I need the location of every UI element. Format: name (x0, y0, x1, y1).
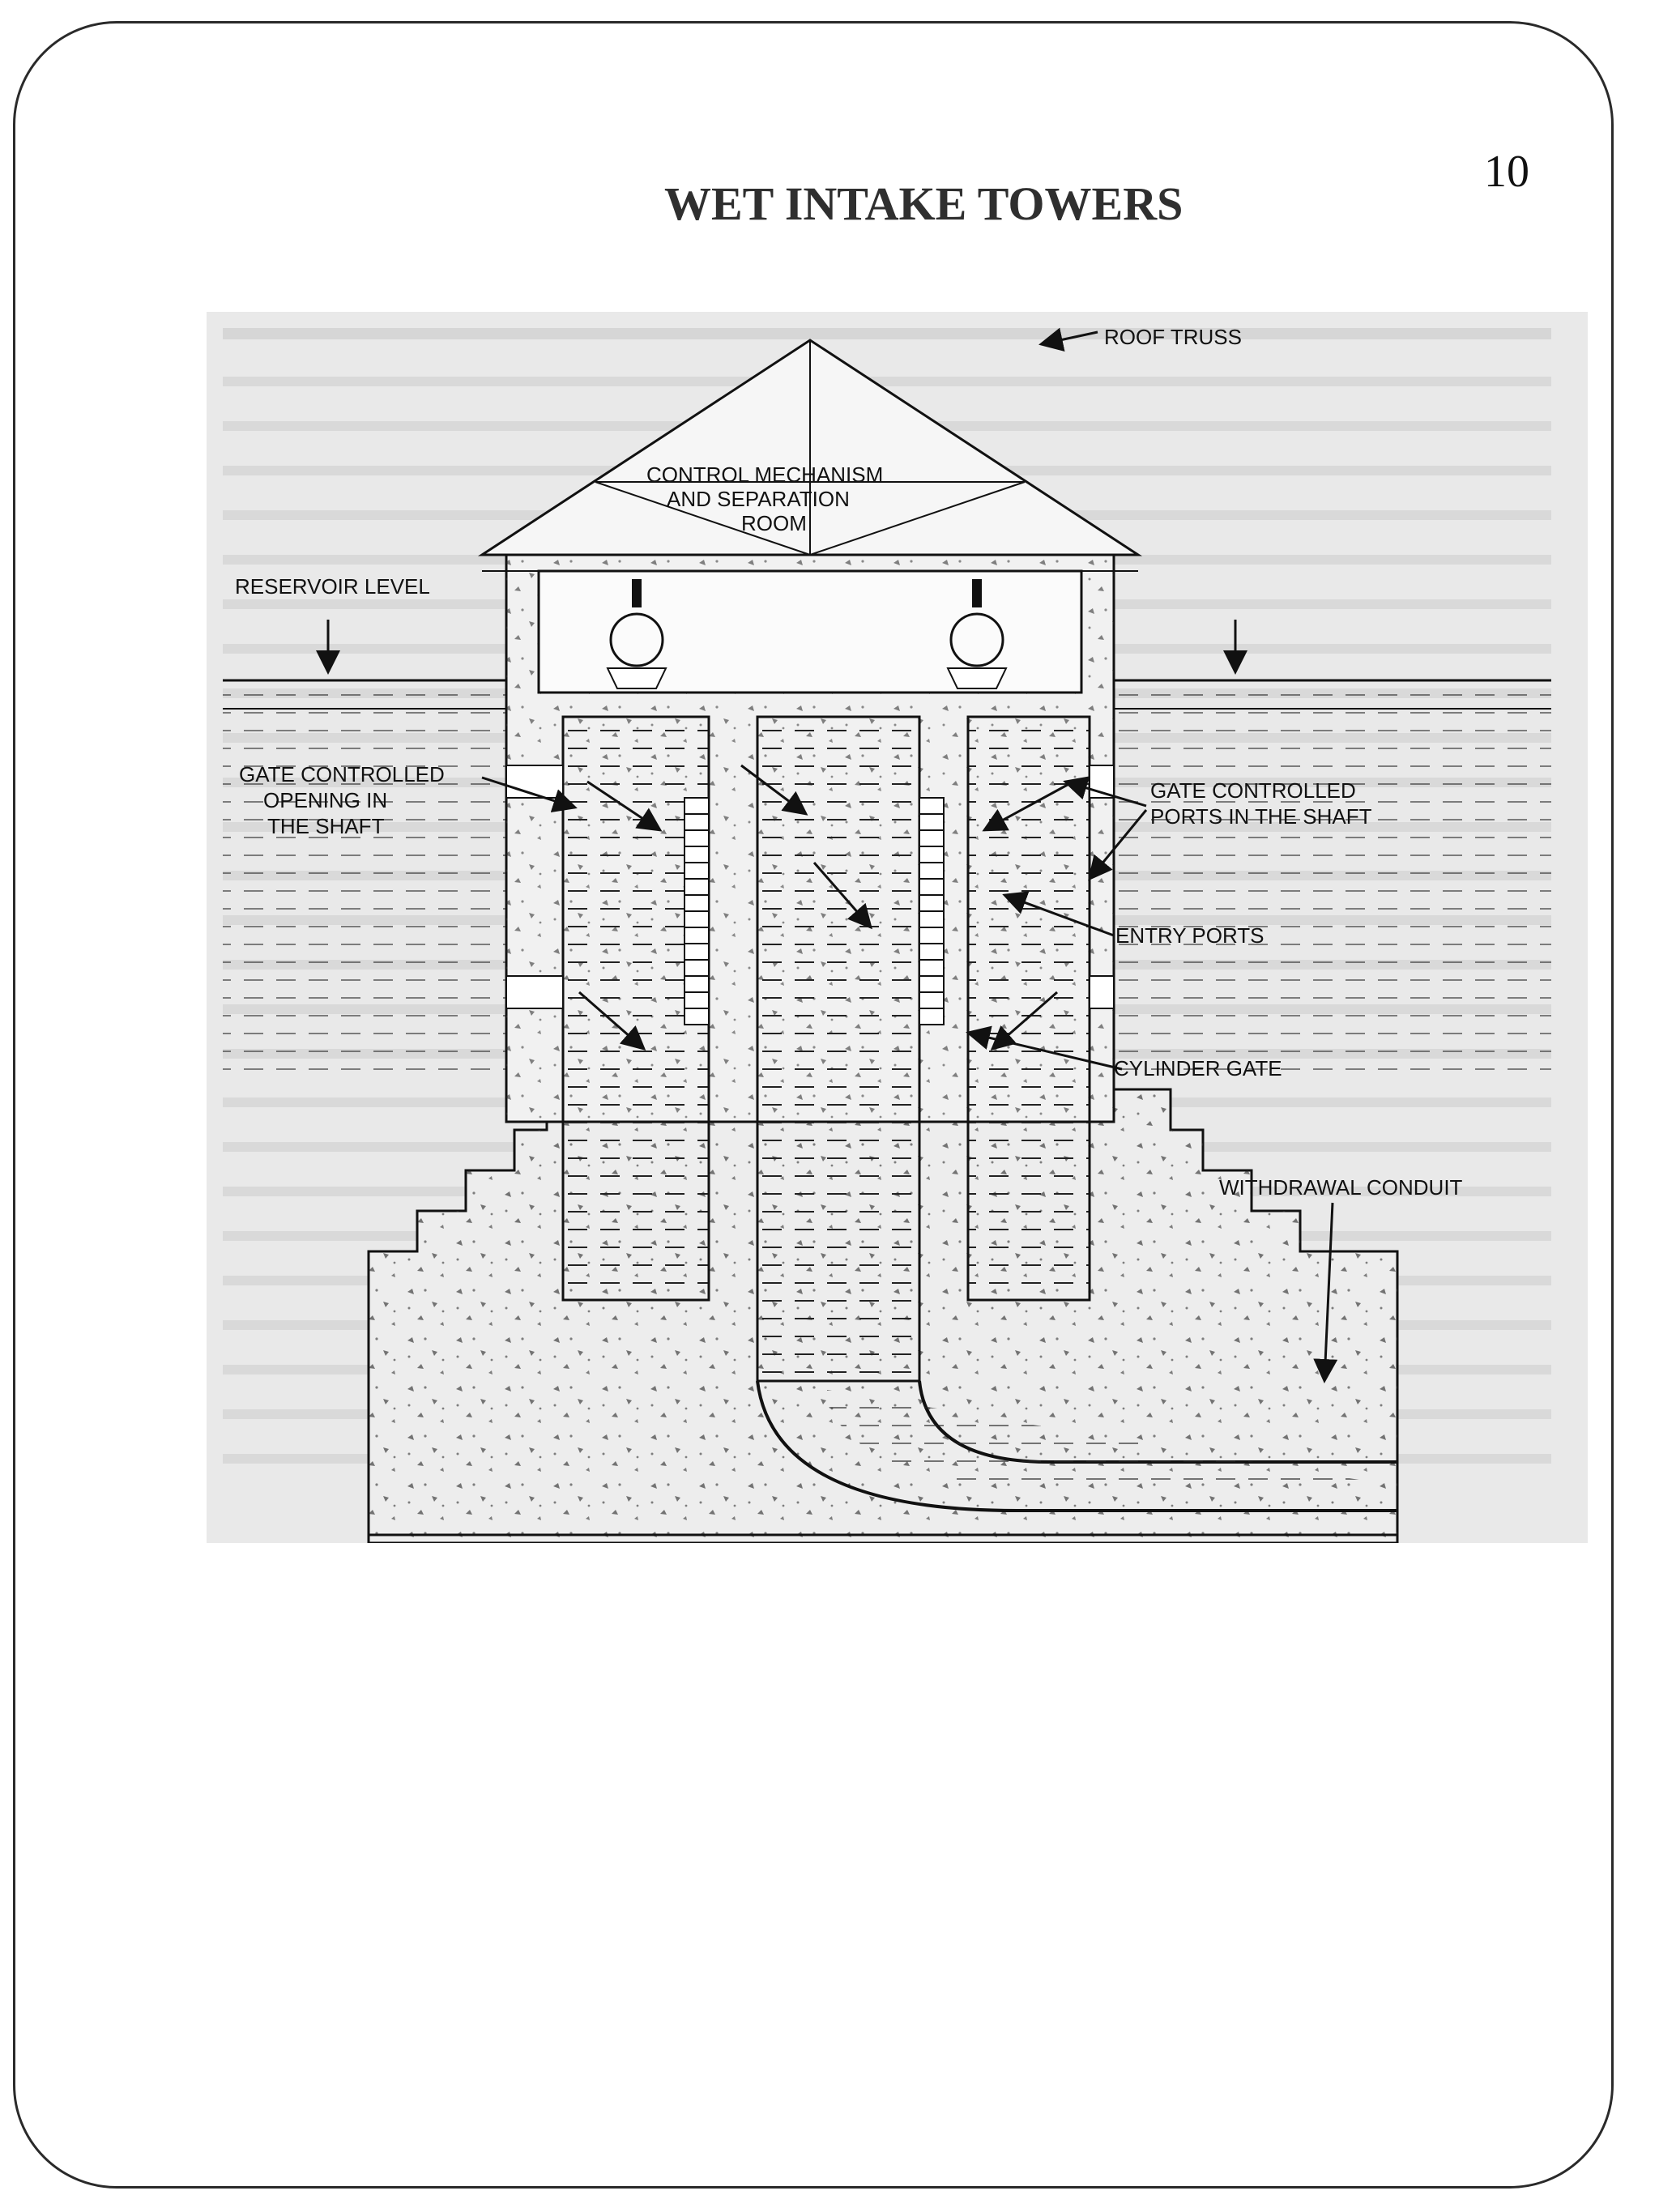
label-reservoir-level: RESERVOIR LEVEL (235, 574, 430, 599)
label-gate-opening-1: GATE CONTROLLED (239, 762, 445, 786)
label-control-room-1: CONTROL MECHANISM (646, 462, 883, 487)
hoist-mechanism-left (606, 579, 667, 689)
intake-tower-diagram: ROOF TRUSS CONTROL MECHANISM AND SEPARAT… (207, 312, 1588, 1543)
withdrawal-conduit (756, 1380, 1397, 1512)
label-control-room-2: AND SEPARATION (667, 487, 850, 511)
slide-title: WET INTAKE TOWERS (664, 177, 1183, 230)
cylinder-gate-right (919, 797, 945, 1025)
label-roof-truss: ROOF TRUSS (1104, 325, 1242, 349)
label-cylinder-gate: CYLINDER GATE (1114, 1056, 1282, 1080)
central-shaft (756, 715, 921, 1383)
page-number: 10 (1484, 147, 1529, 197)
label-gate-ports-2: PORTS IN THE SHAFT (1150, 804, 1372, 829)
label-withdrawal-conduit: WITHDRAWAL CONDUIT (1219, 1175, 1463, 1200)
label-gate-ports-1: GATE CONTROLLED (1150, 778, 1356, 803)
label-control-room-3: ROOM (741, 511, 807, 535)
leader-arrows (316, 327, 1338, 1383)
label-entry-ports: ENTRY PORTS (1115, 923, 1265, 948)
hoist-mechanism-right (946, 579, 1008, 689)
label-gate-opening-2: OPENING IN (263, 788, 387, 812)
cylinder-gate-left (684, 797, 710, 1025)
flow-arrows (578, 764, 1074, 1051)
right-shaft (966, 715, 1091, 1302)
slide-frame (13, 21, 1614, 2189)
label-gate-opening-3: THE SHAFT (267, 814, 385, 838)
